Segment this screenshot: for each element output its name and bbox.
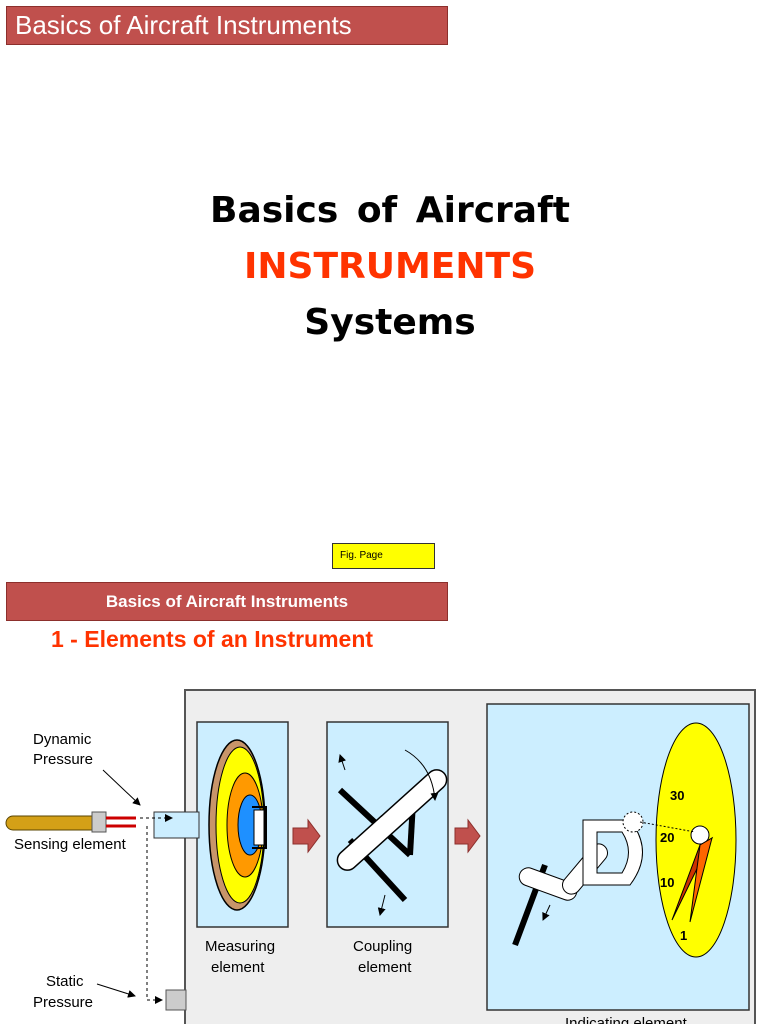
- measuring-element-label-1: Measuring: [205, 938, 275, 955]
- title-line-1: Basics of Aircraft: [210, 190, 570, 231]
- dynamic-pressure-label-2: Pressure: [33, 751, 93, 768]
- dial-number-20: 20: [660, 830, 674, 845]
- title-line-3: Systems: [304, 302, 476, 343]
- static-pressure-label-2: Pressure: [33, 994, 93, 1011]
- instrument-elements-diagram: 30 20 10 1 Dynamic Pressure Sensing elem…: [5, 689, 756, 1024]
- slide2-banner: Basics of Aircraft Instruments: [6, 582, 448, 621]
- dial-number-10: 10: [660, 875, 674, 890]
- fig-page-label: Fig. Page: [332, 543, 435, 569]
- static-pressure-label-1: Static: [46, 973, 84, 990]
- sensing-element-probe: [5, 811, 187, 1011]
- section-heading: 1 - Elements of an Instrument: [51, 626, 374, 652]
- measuring-element-panel: [196, 721, 289, 928]
- coupling-element-label-2: element: [358, 959, 412, 976]
- measuring-element-label-2: element: [211, 959, 265, 976]
- dynamic-pressure-label-1: Dynamic: [33, 731, 92, 748]
- static-port: [165, 989, 187, 1011]
- pointer-pivot: [690, 825, 710, 845]
- arrow-coupling-to-indicating: [454, 818, 481, 854]
- gear-icon: [622, 811, 644, 833]
- sensing-element-label: Sensing element: [14, 836, 127, 853]
- coupling-element-label-1: Coupling: [353, 938, 412, 955]
- slide1-banner: Basics of Aircraft Instruments: [6, 6, 448, 45]
- title-line-2: INSTRUMENTS: [244, 246, 536, 287]
- dial-number-30: 30: [670, 788, 684, 803]
- indicating-element-panel: 30 20 10 1: [486, 703, 750, 1011]
- pressure-inlet: [153, 811, 200, 839]
- arrow-measuring-to-coupling: [292, 818, 321, 854]
- indicating-element-label: Indicating element: [565, 1015, 688, 1024]
- coupling-element-panel: [326, 721, 449, 928]
- dial-number-1: 1: [680, 928, 687, 943]
